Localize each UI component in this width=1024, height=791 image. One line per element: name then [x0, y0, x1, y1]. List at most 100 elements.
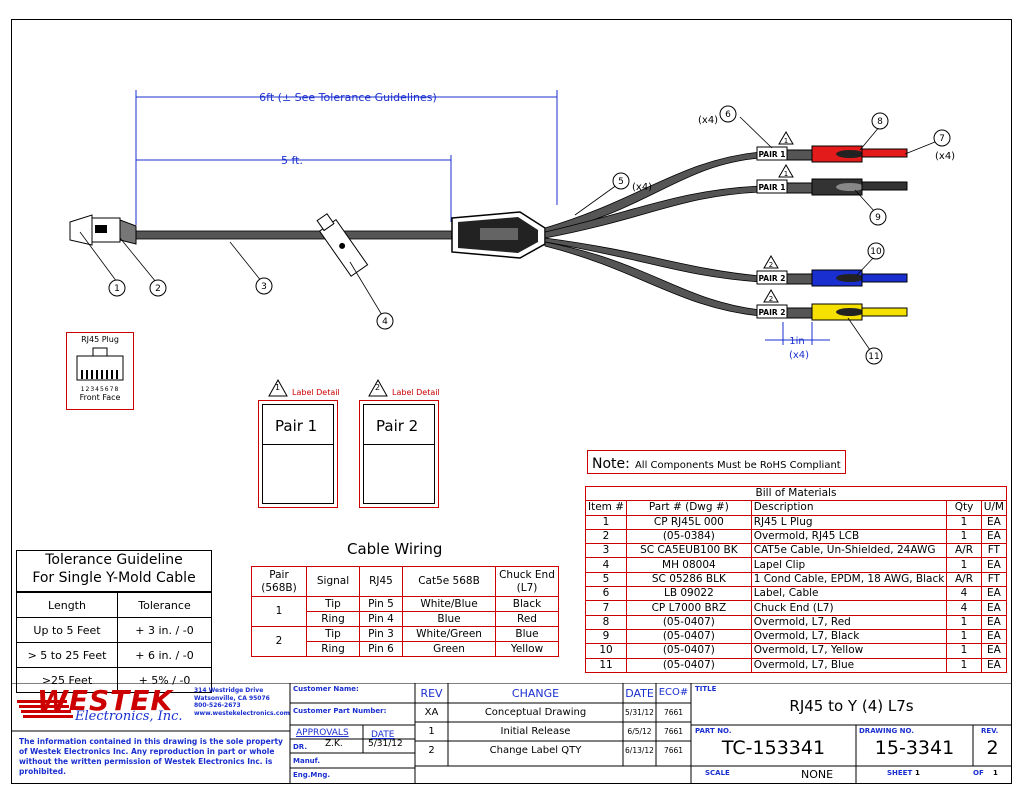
tri-2a: 2	[769, 261, 773, 269]
bom-header: Description	[750, 500, 948, 516]
wiring-rj45: Pin 3	[359, 626, 403, 642]
bom-qty: 1	[946, 643, 982, 659]
address-line: www.westekelectronics.com	[194, 709, 290, 717]
rev-row-rev: 1	[428, 726, 435, 737]
tolerance-title-line1: Tolerance Guideline	[45, 552, 183, 568]
bom-um: EA	[980, 643, 1008, 659]
qty-callout-6: (x4)	[698, 115, 718, 126]
rev-label: REV.	[981, 727, 999, 735]
bom-item: 11	[584, 657, 628, 673]
pair-label-2a: PAIR 2	[758, 274, 785, 283]
wiring-chuck: Black	[495, 596, 559, 612]
wiring-cat5e: Green	[402, 641, 496, 657]
title-label: TITLE	[695, 685, 717, 693]
tolerance-header: Tolerance	[117, 592, 212, 618]
bom-item: 4	[584, 557, 628, 573]
part-no-label: PART NO.	[695, 727, 732, 735]
note-prefix: Note:	[592, 456, 630, 472]
drawing-no: 15-3341	[874, 737, 955, 759]
disclaimer: The information contained in this drawin…	[19, 737, 283, 776]
tri-2b: 2	[769, 295, 773, 303]
bom-part: CP RJ45L 000	[626, 514, 752, 530]
of-value: 1	[993, 769, 998, 777]
bom-desc: 1 Cond Cable, EPDM, 18 AWG, Black	[750, 571, 948, 588]
rev-value: 2	[986, 737, 999, 759]
rev-row-change: Initial Release	[500, 726, 571, 737]
bom-part: SC 05286 BLK	[626, 571, 752, 588]
label-detail-1-caption: Label Detail	[292, 388, 340, 397]
bom-qty: 4	[946, 586, 982, 602]
callout-7: 7	[939, 134, 945, 144]
title-block-grid	[11, 683, 1012, 784]
label-detail-2-caption: Label Detail	[392, 388, 440, 397]
bom-desc: RJ45 L Plug	[750, 514, 948, 530]
label-detail-1-text: Pair 1	[263, 405, 333, 445]
wiring-header: Cat5e 568B	[402, 566, 496, 597]
callout-8: 8	[877, 117, 883, 127]
bom-desc: CAT5e Cable, Un-Shielded, 24AWG	[750, 543, 948, 559]
bom-item: 2	[584, 528, 628, 545]
bom-um: EA	[980, 657, 1008, 673]
bom-item: 10	[584, 643, 628, 659]
dimension-lines	[135, 90, 830, 345]
bom-item: 1	[584, 514, 628, 530]
bom-um: FT	[980, 571, 1008, 588]
bom-um: EA	[980, 628, 1008, 645]
callout-6: 6	[725, 110, 731, 120]
lapel-clip	[316, 213, 369, 277]
tolerance-title-line2: For Single Y-Mold Cable	[32, 570, 196, 586]
wiring-header: Pair (568B)	[251, 566, 307, 597]
rj45-front-face-box: RJ45 Plug 12345678 Front Face	[66, 332, 134, 410]
bom-qty: A/R	[946, 571, 982, 588]
callout-circles	[108, 105, 951, 365]
wiring-pair: 2	[251, 626, 307, 657]
label-detail-1-header: 1 Label Detail	[268, 378, 340, 401]
bom-desc: Overmold, L7, Red	[750, 614, 948, 630]
rev-row-rev: 2	[428, 745, 435, 756]
bom-um: EA	[980, 586, 1008, 602]
customer-part-label: Customer Part Number:	[293, 707, 387, 715]
tri-1a: 1	[784, 137, 788, 145]
wiring-cat5e: White/Blue	[402, 596, 496, 612]
wiring-cat5e: Blue	[402, 611, 496, 627]
callout-4: 4	[382, 317, 388, 327]
connector-red	[786, 145, 908, 163]
rev-row-date: 6/13/12	[625, 746, 654, 755]
wiring-cat5e: White/Green	[402, 626, 496, 642]
rj45-front-face-caption: Front Face	[79, 393, 121, 402]
bom-part: (05-0407)	[626, 614, 752, 630]
bom-qty: 1	[946, 557, 982, 573]
date-header: DATE	[625, 687, 654, 700]
label-detail-2-text: Pair 2	[364, 405, 434, 445]
bom-desc: Chuck End (L7)	[750, 600, 948, 616]
scale-value: NONE	[801, 768, 834, 781]
bom-um: EA	[980, 557, 1008, 573]
address-line: 800-526-2673	[194, 702, 241, 709]
bom-header: Item #	[584, 500, 628, 516]
bom-item: 7	[584, 600, 628, 616]
sheet-label: SHEET	[887, 769, 913, 777]
cable-wiring-table: Pair (568B) Signal RJ45 Cat5e 568B Chuck…	[251, 566, 559, 657]
bom-title: Bill of Materials	[585, 485, 1007, 502]
bom-um: EA	[980, 600, 1008, 616]
rev-row-eco: 7661	[663, 727, 684, 736]
rj45-plug	[69, 214, 137, 246]
bom-part: (05-0384)	[626, 528, 752, 545]
bom-part: SC CA5EUB100 BK	[626, 543, 752, 559]
note-text: All Components Must be RoHS Compliant	[634, 460, 841, 471]
bom-desc: Label, Cable	[750, 586, 948, 602]
part-no: TC-153341	[721, 737, 826, 759]
wiring-rj45: Pin 6	[359, 641, 403, 657]
of-label: OF	[973, 769, 984, 777]
eco-header: ECO#	[658, 687, 689, 698]
scale-label: SCALE	[705, 769, 730, 777]
bom-qty: 1	[946, 528, 982, 545]
dim-1in-qty: (x4)	[789, 350, 809, 361]
